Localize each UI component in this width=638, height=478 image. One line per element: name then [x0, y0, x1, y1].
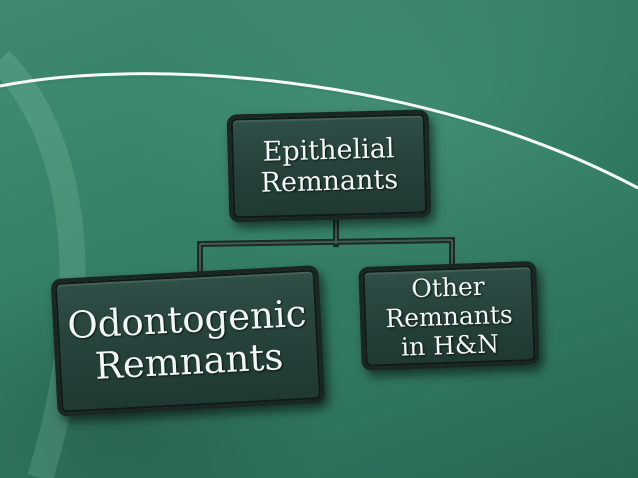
node-other-remnants: Other Remnants in H&N — [358, 260, 540, 372]
white-swoosh — [0, 72, 638, 190]
node-label-right: Other Remnants in H&N — [384, 271, 514, 362]
node-epithelial-remnants: Epithelial Remnants — [226, 109, 432, 223]
node-odontogenic-remnants: Odontogenic Remnants — [50, 265, 326, 417]
node-label-root: Epithelial Remnants — [260, 133, 399, 199]
node-label-left: Odontogenic Remnants — [66, 291, 308, 388]
